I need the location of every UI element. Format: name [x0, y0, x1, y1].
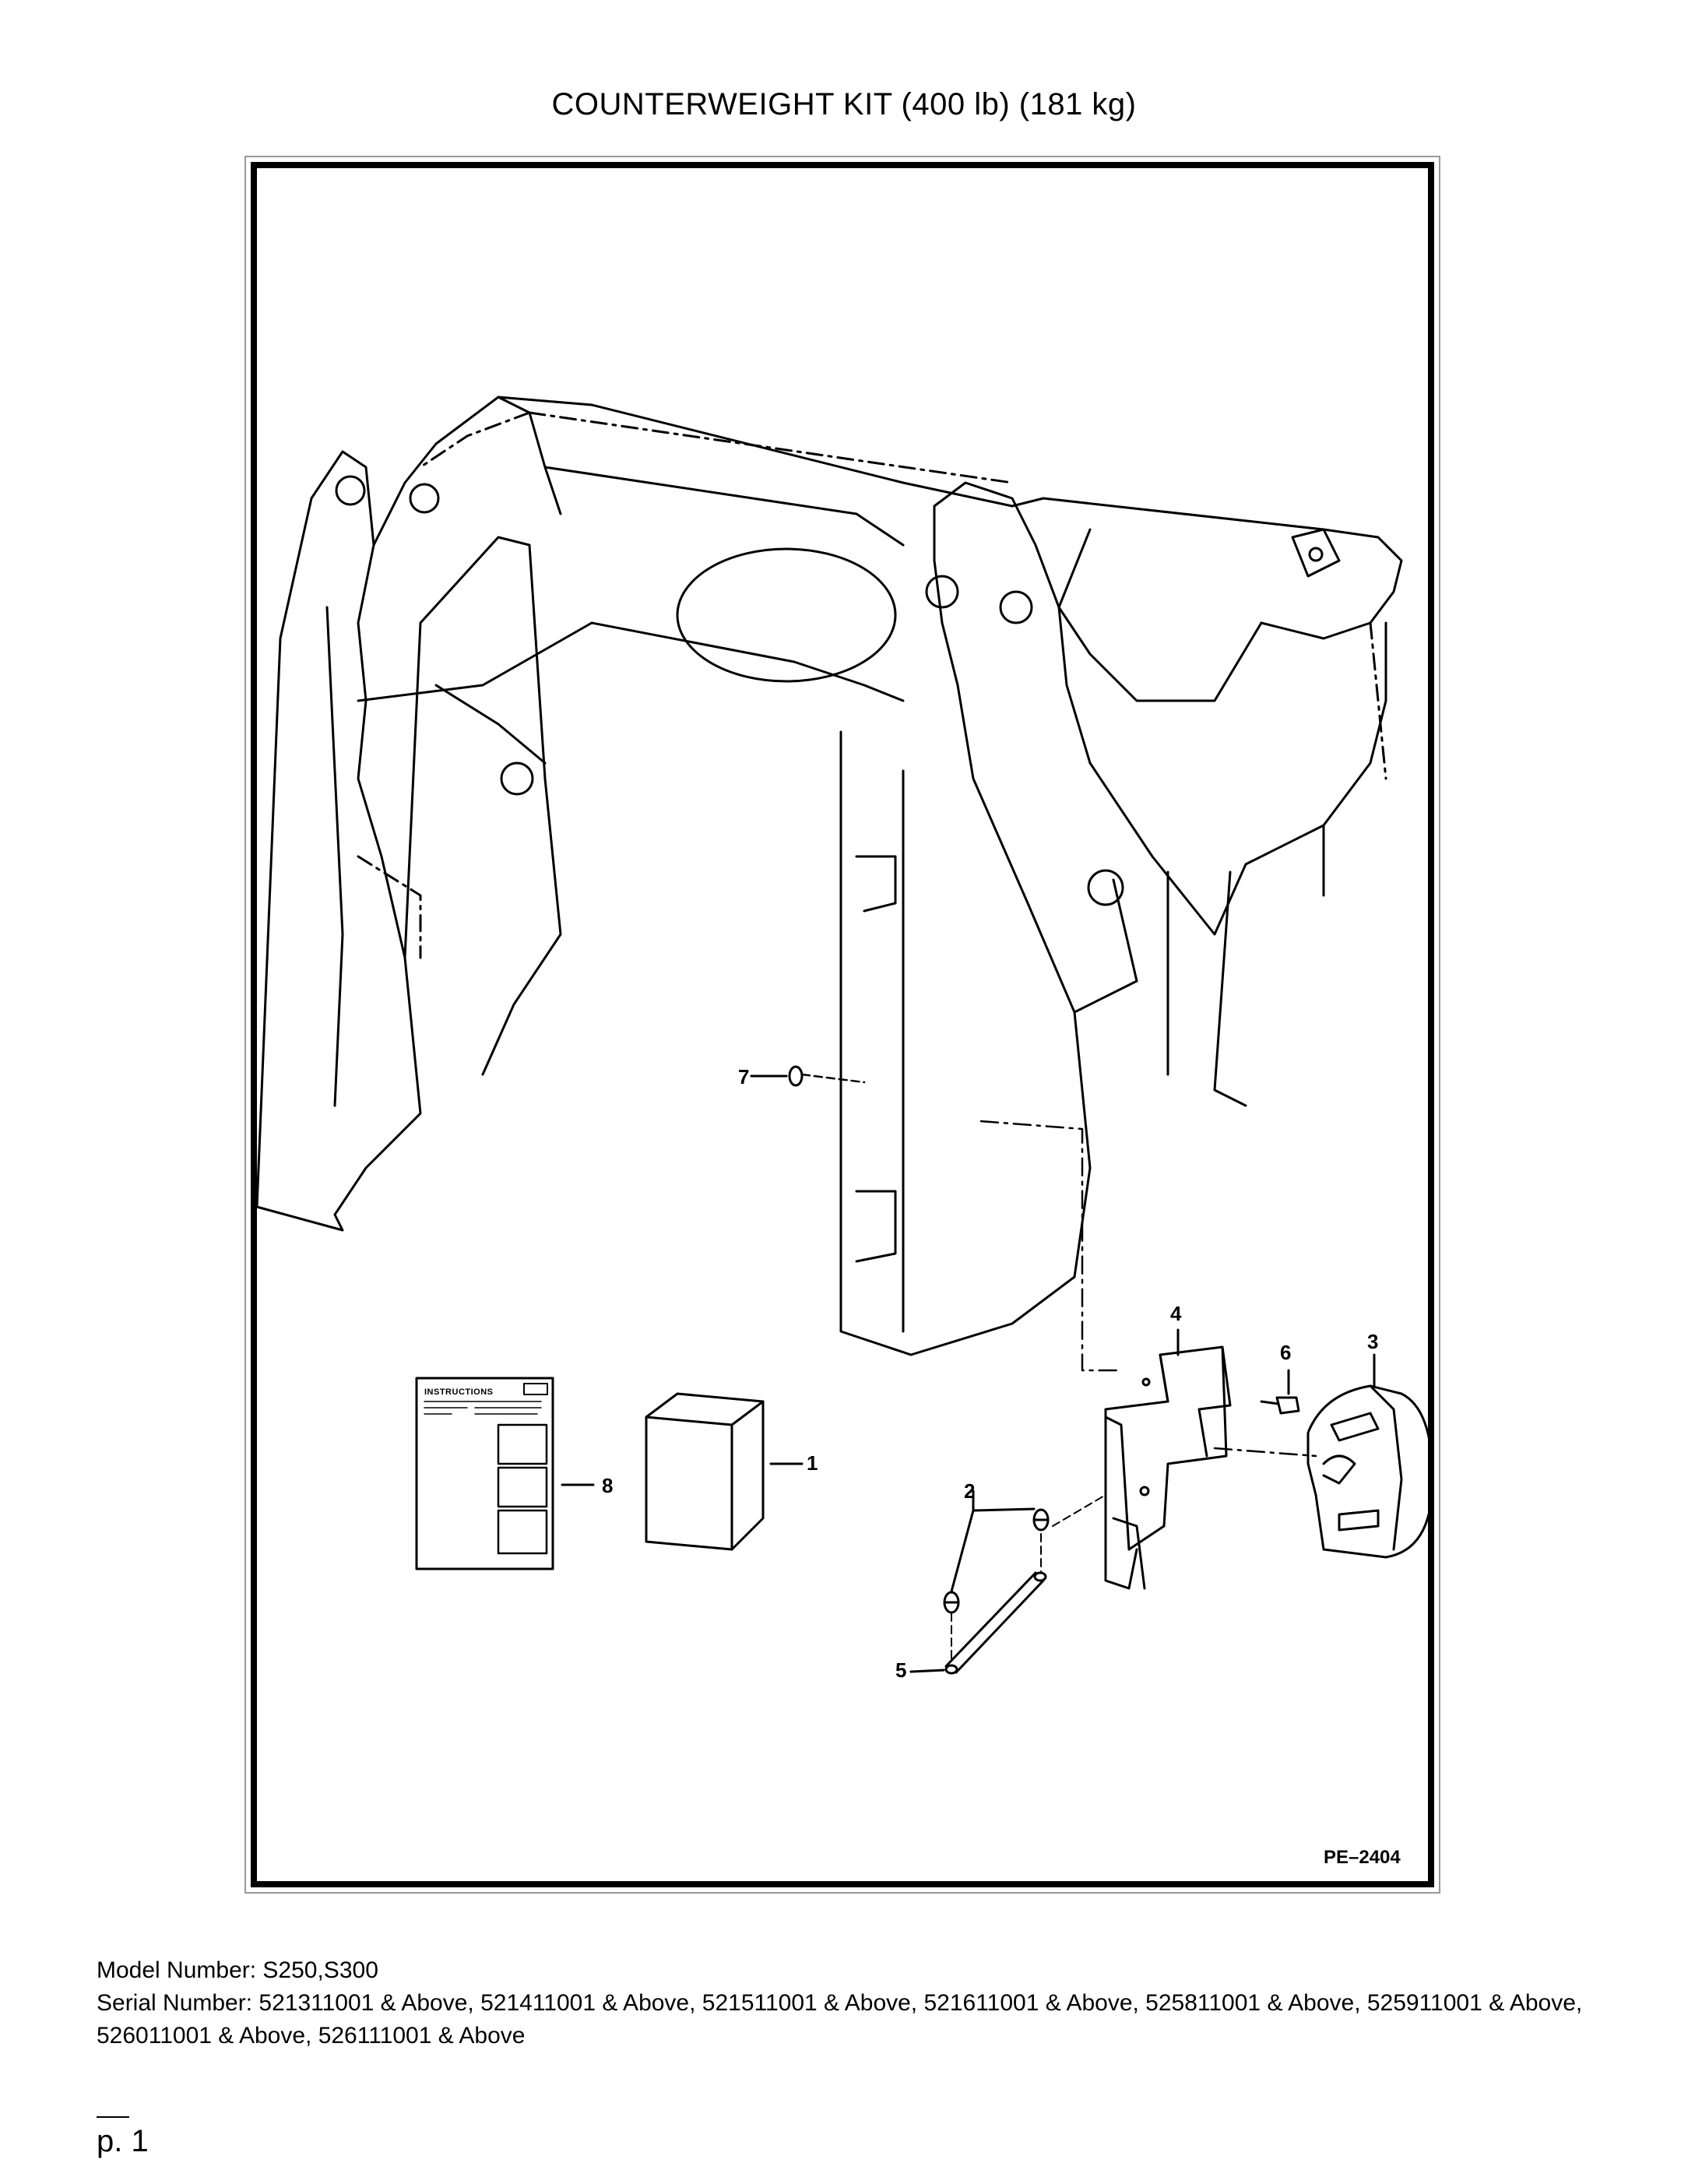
loader-frame-drawing — [255, 396, 1403, 1372]
page-number: p. 1 — [97, 2124, 149, 2158]
item-6-bolt-drawing — [1260, 1369, 1300, 1415]
footer-info: Model Number: S250,S300 Serial Number: 5… — [97, 1954, 1599, 2052]
callout-8: 8 — [602, 1474, 614, 1497]
callout-3: 3 — [1367, 1330, 1379, 1353]
callout-2: 2 — [964, 1479, 976, 1503]
serial-number: Serial Number: 521311001 & Above, 521411… — [97, 1990, 1583, 2049]
item-3-counterweight-drawing — [1213, 1353, 1434, 1559]
callout-4: 4 — [1170, 1302, 1182, 1325]
model-number: Model Number: S250,S300 — [97, 1957, 378, 1983]
figure-frame-outer — [244, 156, 1440, 1894]
item-5-pin-drawing — [909, 1571, 1047, 1675]
instructions-sheet-label: INSTRUCTIONS — [424, 1387, 494, 1397]
item-8-instructions-drawing — [415, 1377, 595, 1570]
item-2-clips-drawing — [943, 1489, 1106, 1664]
page-title: COUNTERWEIGHT KIT (400 lb) (181 kg) — [551, 87, 1137, 121]
item-4-bracket-drawing — [1104, 1328, 1232, 1590]
page-rule — [97, 2116, 129, 2118]
item-1-box-drawing — [645, 1392, 804, 1551]
item-7-nut-drawing — [750, 1065, 804, 1087]
figure-frame — [251, 162, 1434, 1887]
callout-7: 7 — [738, 1065, 750, 1088]
figure-id: PE–2404 — [1324, 1847, 1401, 1868]
callout-6: 6 — [1280, 1341, 1292, 1364]
callout-5: 5 — [895, 1658, 907, 1682]
callout-1: 1 — [807, 1451, 818, 1475]
